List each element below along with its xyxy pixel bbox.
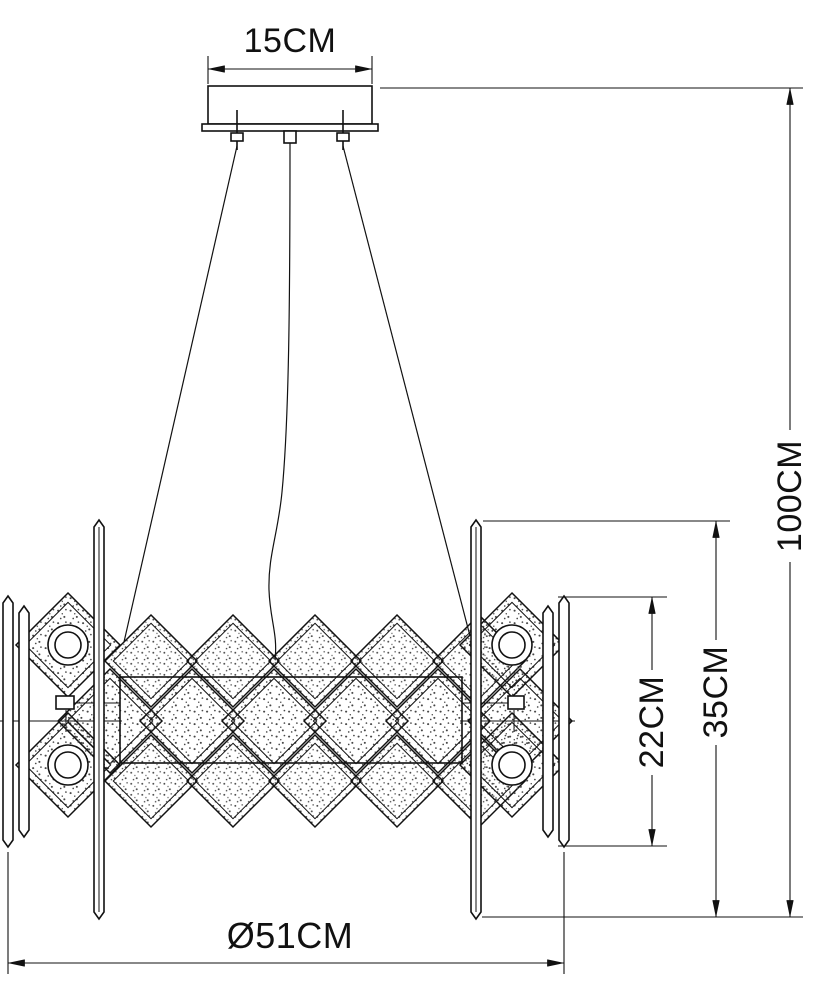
dimension-diameter: Ø51CM xyxy=(7,852,565,974)
dimension-frame-height: 35CM xyxy=(483,520,735,918)
ceiling-canopy xyxy=(201,85,379,150)
lamp-socket-top-right xyxy=(491,624,533,666)
left-suspension-wire xyxy=(123,145,238,643)
dim-label-drum-height: 22CM xyxy=(633,676,671,769)
right-crystal-blade xyxy=(470,518,482,921)
dimension-overall-height: 100CM xyxy=(380,87,809,918)
right-inner-end-plate xyxy=(542,604,554,839)
dimension-canopy-width: 15CM xyxy=(207,22,373,84)
lamp-socket-bottom-right xyxy=(491,744,533,786)
cord-fitting xyxy=(283,130,297,144)
canopy-bolt-left xyxy=(230,110,244,150)
lamp-socket-bottom-left xyxy=(47,744,89,786)
canopy-bolt-right xyxy=(336,110,350,150)
inner-frame xyxy=(119,676,463,764)
canopy-plate xyxy=(201,123,379,132)
right-suspension-wire xyxy=(342,145,471,637)
dim-label-diameter: Ø51CM xyxy=(227,915,354,956)
left-inner-end-plate xyxy=(18,604,30,839)
left-crystal-blade xyxy=(93,518,105,921)
chandelier-body xyxy=(0,518,575,921)
center-power-cord xyxy=(268,142,291,661)
left-outer-end-plate xyxy=(2,594,14,849)
canopy-box xyxy=(207,85,373,125)
right-outer-end-plate xyxy=(558,594,570,849)
suspension-wires xyxy=(123,142,471,661)
bracket-right xyxy=(507,695,525,710)
dim-label-overall-height: 100CM xyxy=(771,440,809,552)
dim-label-canopy-width: 15CM xyxy=(244,22,337,60)
dimension-drum-height: 22CM xyxy=(558,596,671,847)
lamp-socket-top-left xyxy=(47,624,89,666)
bracket-left xyxy=(55,695,75,710)
dim-label-frame-height: 35CM xyxy=(697,646,735,739)
